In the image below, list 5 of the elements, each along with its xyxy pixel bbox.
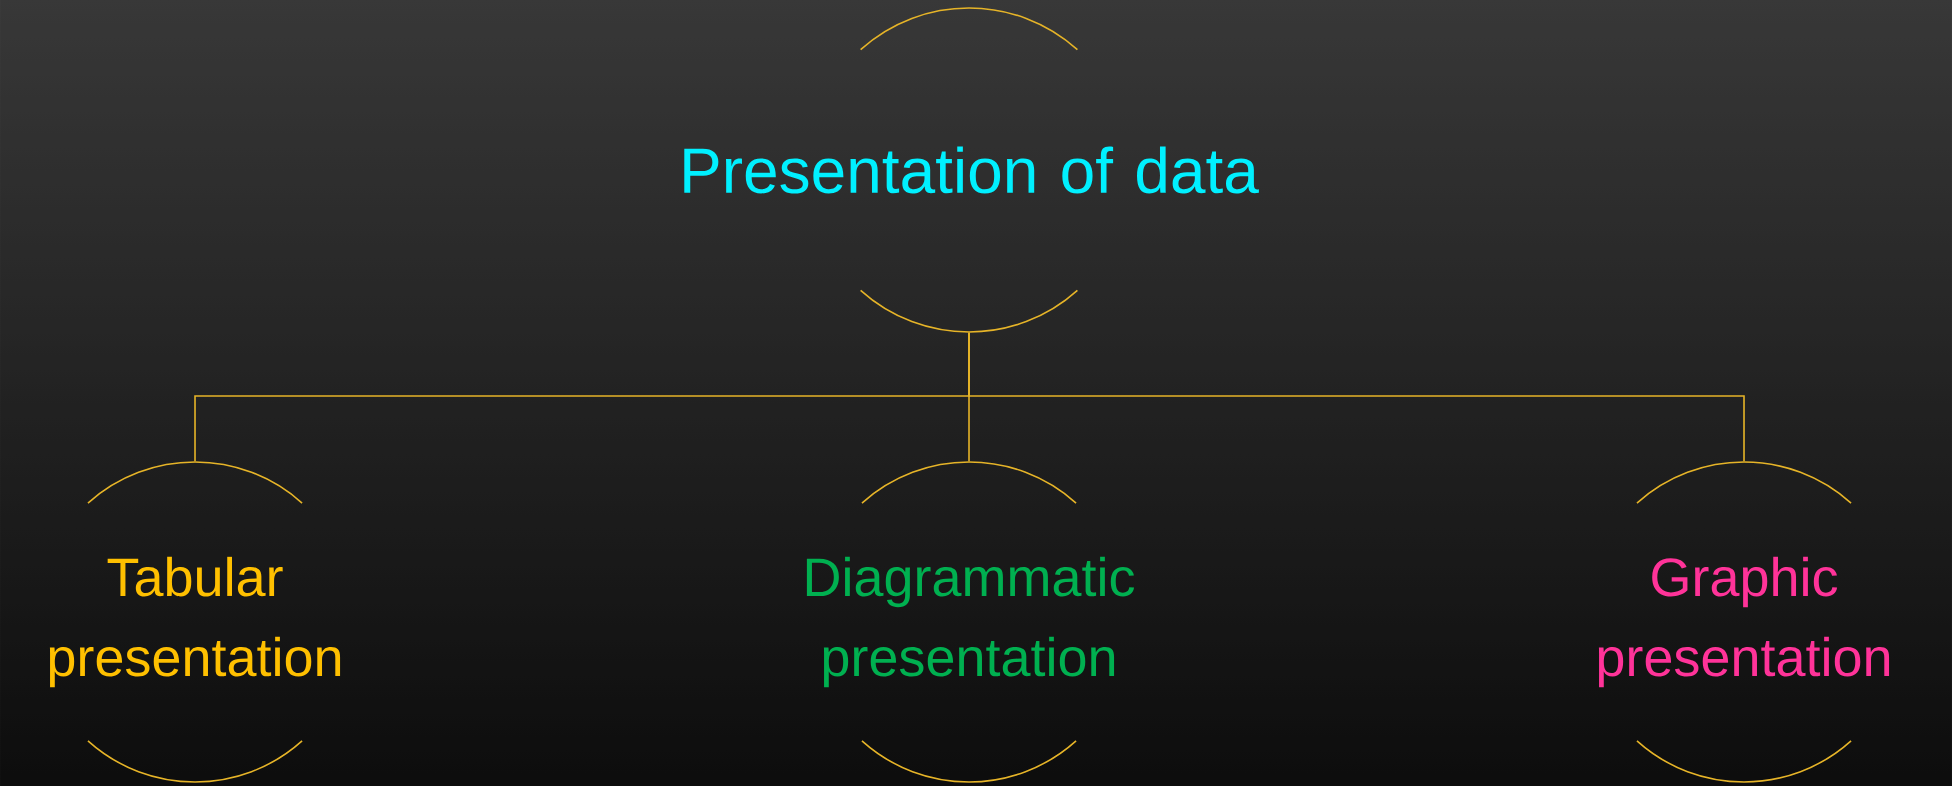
- circle-node: Diagrammatic presentation: [806, 461, 1135, 783]
- circle-node: Tabular presentation: [49, 461, 341, 783]
- circle-node: Presentation of data: [684, 7, 1259, 333]
- connector-line: [968, 332, 1745, 462]
- circle-node: Graphic presentation: [1598, 461, 1890, 783]
